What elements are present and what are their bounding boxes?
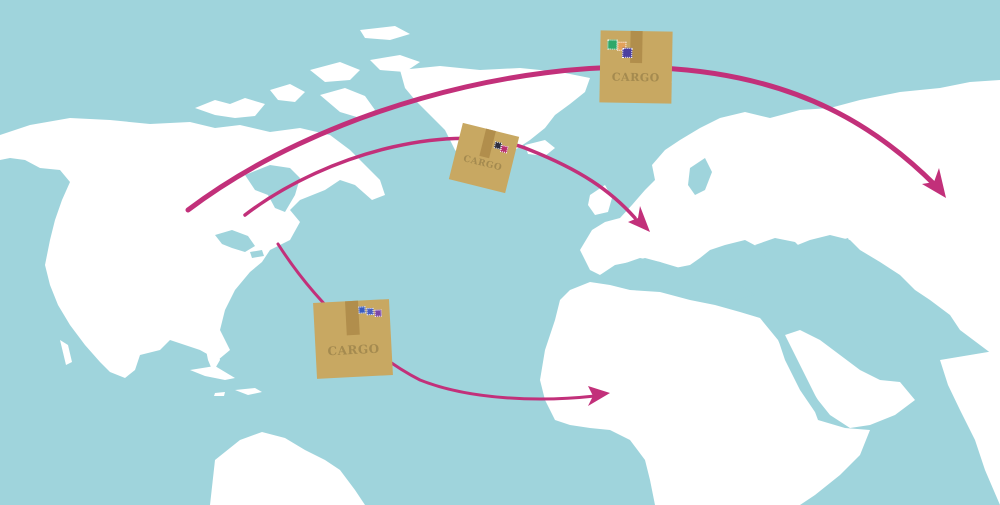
arabian-peninsula bbox=[785, 330, 915, 428]
cargo-box-north: CARGO bbox=[599, 30, 673, 104]
south-america bbox=[210, 432, 365, 505]
united-kingdom bbox=[588, 185, 612, 215]
black-sea bbox=[755, 238, 808, 262]
stamp-magenta bbox=[500, 144, 509, 154]
caribbean-islands bbox=[190, 366, 262, 396]
africa bbox=[540, 282, 870, 505]
cargo-box-south: CARGO bbox=[313, 299, 393, 379]
arrowhead-europe bbox=[628, 206, 650, 232]
box-tape bbox=[479, 128, 496, 159]
baja bbox=[60, 340, 72, 365]
arctic-islands bbox=[195, 26, 420, 118]
cargo-label: CARGO bbox=[611, 70, 660, 85]
stamp-blue bbox=[358, 306, 366, 314]
red-sea bbox=[775, 330, 825, 415]
great-lakes bbox=[215, 230, 264, 258]
florida bbox=[205, 340, 220, 372]
inland-waters bbox=[215, 158, 895, 415]
hudson-bay bbox=[245, 165, 300, 212]
route-arrowheads bbox=[588, 168, 946, 406]
route-to-africa bbox=[276, 242, 597, 401]
stamp-purple bbox=[622, 47, 633, 58]
stamp-blue-2 bbox=[366, 307, 374, 316]
mediterranean bbox=[600, 258, 755, 300]
stamp-green bbox=[607, 39, 618, 50]
indian-subcontinent bbox=[940, 350, 1000, 505]
persian-gulf bbox=[855, 330, 895, 362]
arrowhead-africa bbox=[588, 386, 610, 406]
caspian-sea bbox=[835, 238, 860, 290]
baltic-sea bbox=[688, 158, 712, 195]
stamp-violet bbox=[374, 309, 382, 317]
arrowhead-asia bbox=[922, 168, 946, 198]
cargo-label: CARGO bbox=[327, 341, 380, 359]
